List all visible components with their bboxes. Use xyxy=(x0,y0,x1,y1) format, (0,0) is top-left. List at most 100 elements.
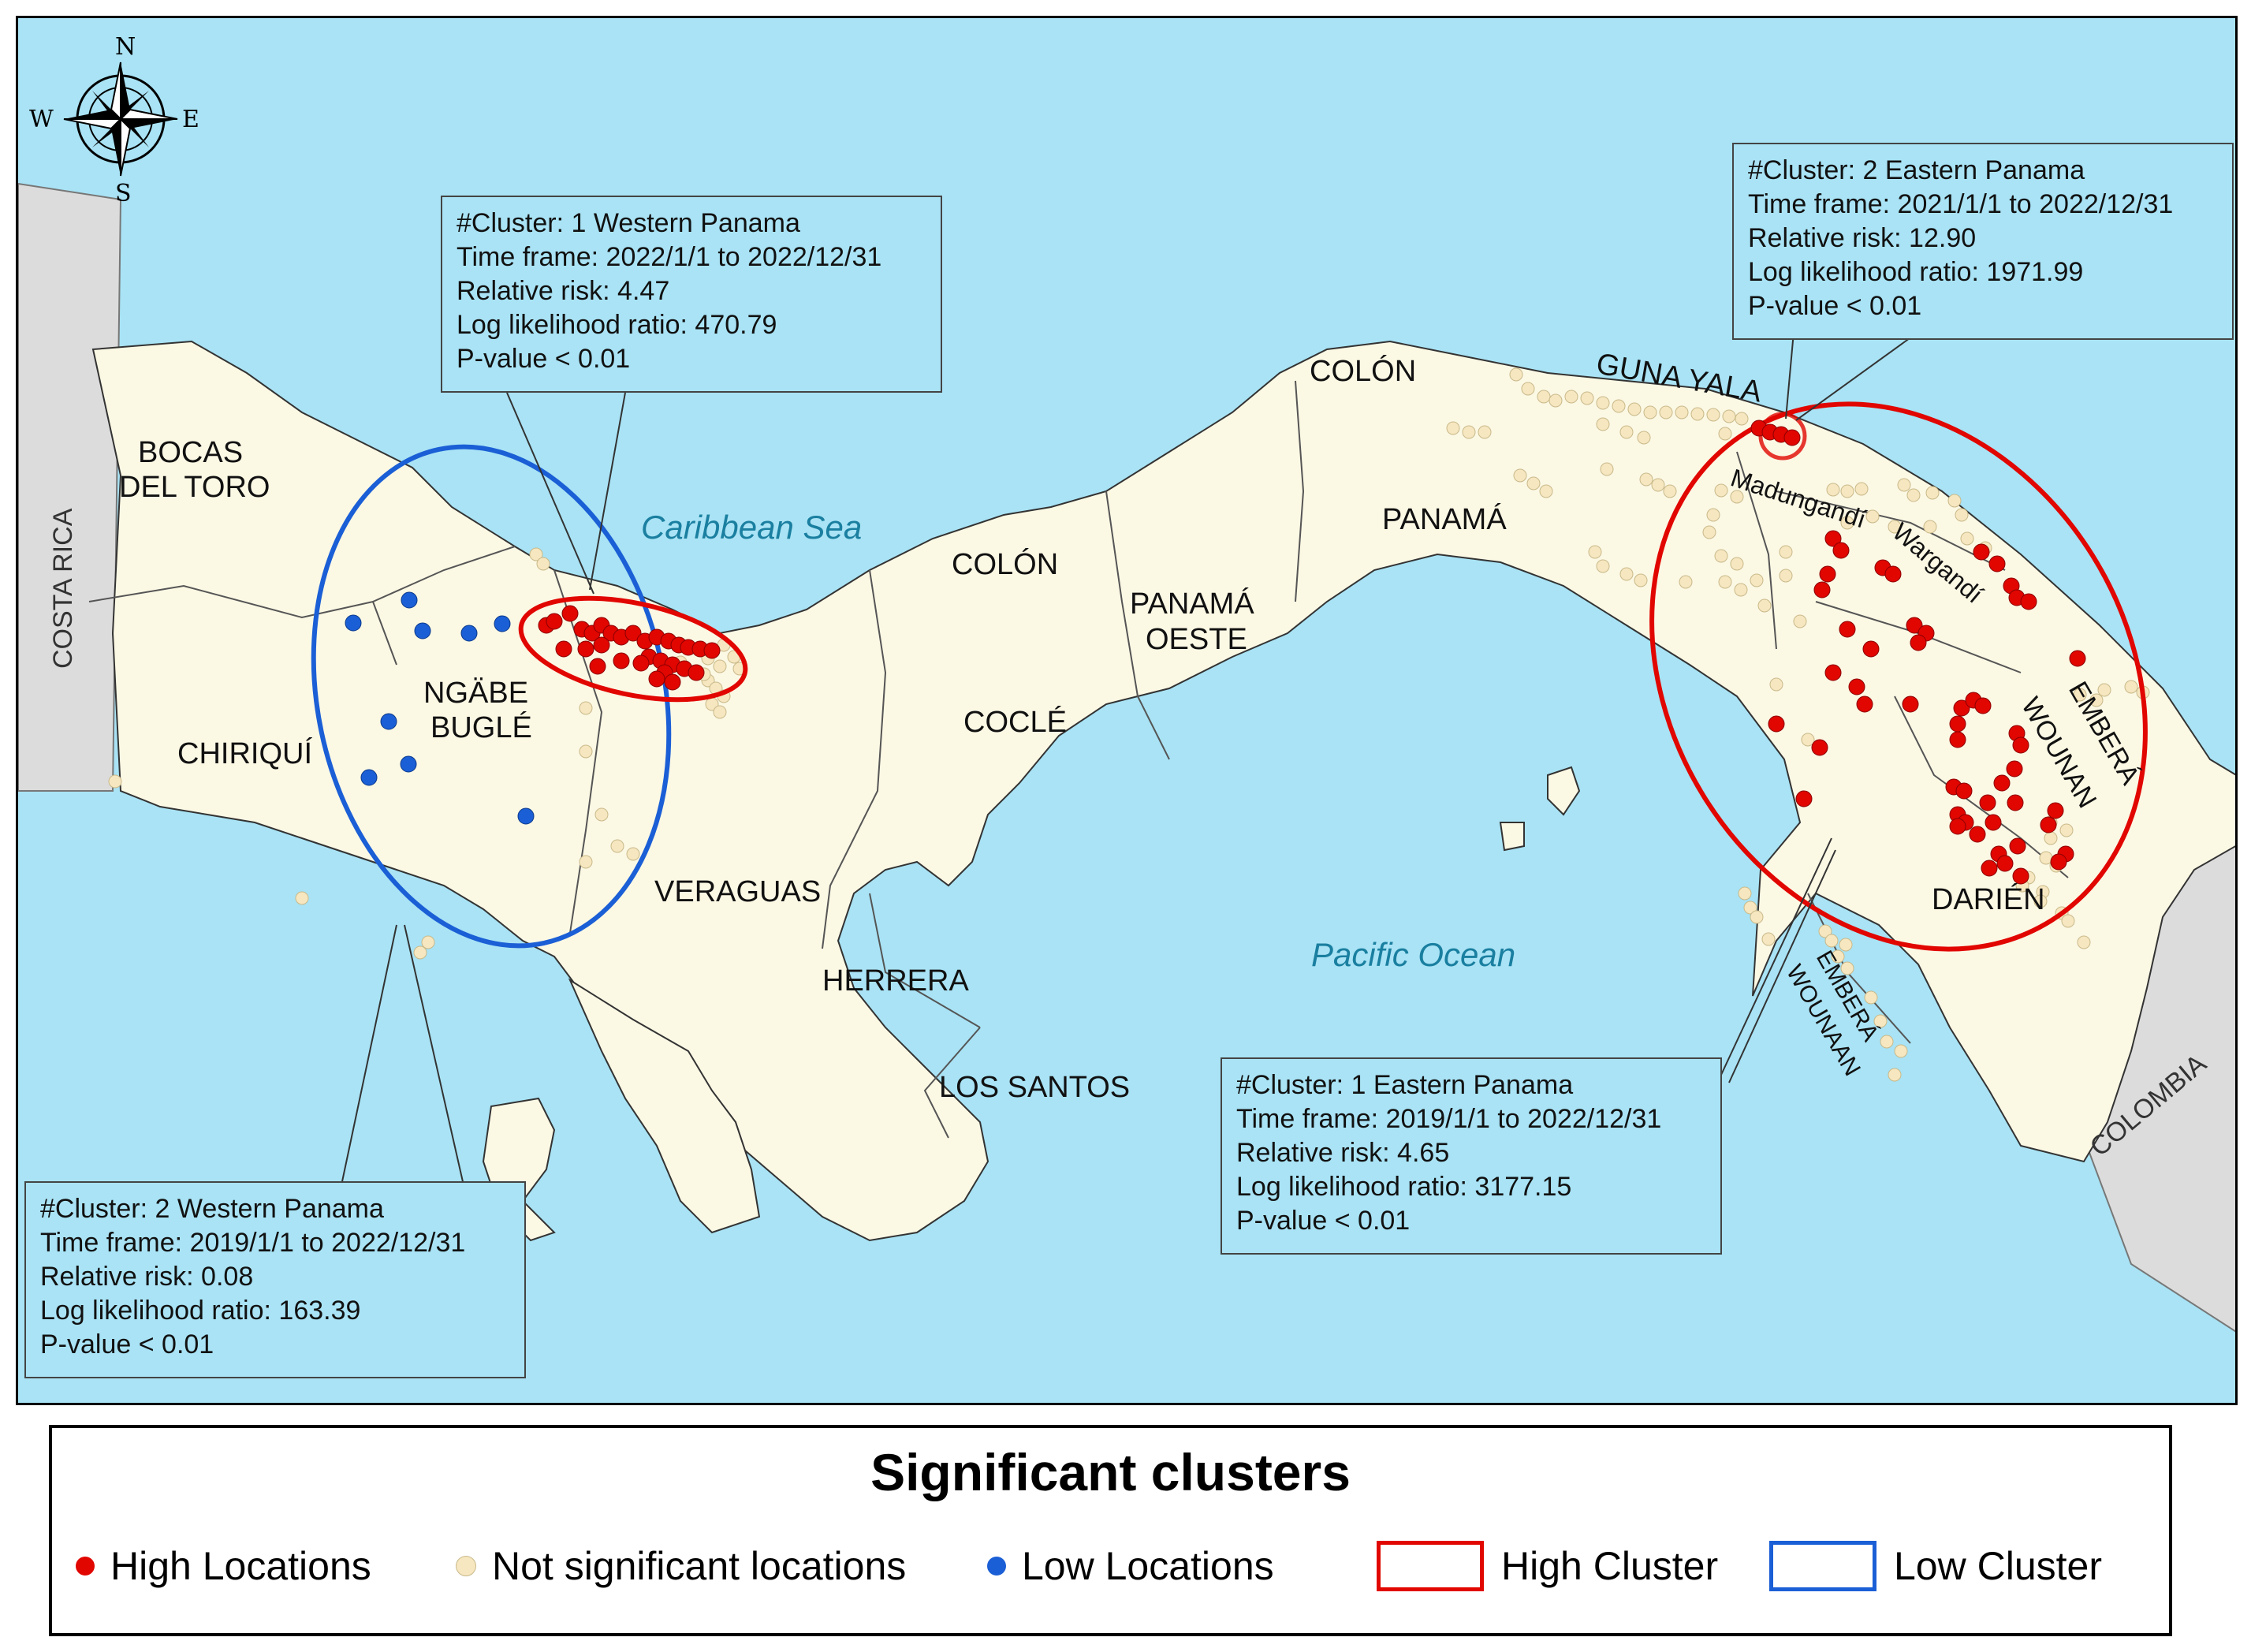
label-cocle: COCLÉ xyxy=(963,705,1067,739)
not-significant-point xyxy=(626,847,640,861)
not-significant-point xyxy=(1960,531,1974,546)
cluster-west2-title: #Cluster: 2 Western Panama xyxy=(40,1194,384,1224)
high-location-point xyxy=(1813,581,1831,599)
not-significant-point xyxy=(1596,559,1610,573)
high-location-point xyxy=(1783,429,1801,446)
not-significant-point xyxy=(1596,396,1610,410)
not-significant-point xyxy=(1888,520,1902,534)
compass-rose-icon: N S E W xyxy=(29,33,199,207)
not-significant-point xyxy=(1643,405,1657,420)
high-location-point xyxy=(577,640,594,658)
low-location-point xyxy=(401,591,418,609)
legend-not-significant-label: Not significant locations xyxy=(492,1544,907,1588)
not-significant-point xyxy=(1750,573,1764,587)
high-location-point xyxy=(1824,664,1842,681)
label-darien: DARIÉN xyxy=(1932,882,2045,916)
high-location-point xyxy=(1856,695,1873,713)
not-significant-point xyxy=(1564,390,1578,404)
not-significant-point xyxy=(2059,823,2074,837)
cluster-west2-llr: Log likelihood ratio: 163.39 xyxy=(40,1296,361,1326)
not-significant-point xyxy=(1627,402,1642,416)
not-significant-point xyxy=(1925,486,1940,500)
cluster-west1-llr: Log likelihood ratio: 470.79 xyxy=(457,310,777,340)
not-significant-point xyxy=(1734,583,1748,597)
legend: Significant clusters High Locations Not … xyxy=(49,1425,2172,1636)
map-frame: N S E W BOCAS DEL TORO COSTA RICA xyxy=(16,16,2238,1405)
high-location-point xyxy=(2012,867,2029,885)
not-significant-point xyxy=(1897,478,1911,492)
not-significant-point xyxy=(1840,484,1854,498)
not-significant-point xyxy=(2077,935,2091,949)
not-significant-point xyxy=(1824,934,1839,948)
not-significant-point xyxy=(1509,367,1523,382)
not-significant-point xyxy=(1757,599,1772,613)
not-significant-point xyxy=(1730,490,1744,504)
not-significant-point xyxy=(1714,549,1728,563)
not-significant-point xyxy=(1588,545,1602,559)
not-significant-point xyxy=(1539,484,1553,498)
compass-s: S xyxy=(115,180,132,207)
cluster-west2-rr: Relative risk: 0.08 xyxy=(40,1262,254,1292)
label-colon-east: COLÓN xyxy=(1310,354,1416,388)
label-bocas-2: DEL TORO xyxy=(119,471,270,504)
high-location-point xyxy=(2047,802,2064,819)
cluster-west2-p: P-value < 0.01 xyxy=(40,1329,214,1359)
high-location-point xyxy=(1979,794,1996,811)
high-location-point xyxy=(1824,530,1842,547)
high-location-point xyxy=(2020,593,2037,610)
not-significant-point xyxy=(1769,677,1783,692)
not-significant-point xyxy=(1526,476,1541,490)
not-significant-point xyxy=(1738,886,1752,901)
not-significant-point xyxy=(1873,1014,1888,1028)
high-location-point xyxy=(1884,565,1902,583)
not-significant-point xyxy=(1906,488,1921,502)
high-location-point xyxy=(1981,860,1998,877)
label-caribbean-sea: Caribbean Sea xyxy=(641,509,862,546)
not-significant-point xyxy=(1730,557,1744,571)
not-significant-point xyxy=(594,807,609,822)
legend-not-significant: Not significant locations xyxy=(456,1538,906,1594)
label-panama: PANAMÁ xyxy=(1382,502,1507,536)
not-significant-point xyxy=(1865,509,1880,524)
not-significant-point xyxy=(1639,472,1653,487)
high-location-point xyxy=(664,673,681,691)
label-chiriqui: CHIRIQUÍ xyxy=(177,737,312,770)
not-significant-point xyxy=(1702,525,1716,539)
high-location-point xyxy=(613,652,630,669)
high-location-point xyxy=(1910,634,1927,651)
cluster-east2-p: P-value < 0.01 xyxy=(1748,291,1922,321)
label-los-santos: LOS SANTOS xyxy=(939,1071,1130,1104)
not-significant-point xyxy=(1761,932,1776,946)
low-location-point xyxy=(460,625,478,642)
cluster-east1-p: P-value < 0.01 xyxy=(1236,1206,1411,1236)
high-cluster-rect-icon xyxy=(1377,1541,1484,1591)
not-significant-point xyxy=(1888,1068,1902,1082)
not-significant-point xyxy=(421,935,435,949)
cluster-west1-rr: Relative risk: 4.47 xyxy=(457,276,670,306)
not-significant-point xyxy=(2089,693,2104,707)
cluster-east1-time: Time frame: 2019/1/1 to 2022/12/31 xyxy=(1236,1104,1662,1134)
not-significant-point xyxy=(579,744,593,759)
not-significant-point xyxy=(1743,901,1757,915)
coiba-coast xyxy=(568,978,761,1234)
high-location-point xyxy=(593,636,610,654)
costa-rica-land xyxy=(18,182,122,792)
not-significant-point xyxy=(1513,468,1527,483)
high-location-point xyxy=(1949,715,1966,733)
high-cluster-east1 xyxy=(1649,401,2148,952)
not-significant-point xyxy=(713,659,727,673)
high-location-point xyxy=(555,640,572,658)
high-location-point xyxy=(632,654,650,672)
not-significant-point xyxy=(529,547,543,561)
not-significant-point xyxy=(1600,462,1614,476)
not-significant-point xyxy=(2044,831,2058,845)
label-ngabe-2: BUGLÉ xyxy=(430,710,532,744)
legend-high-cluster-label: High Cluster xyxy=(1501,1544,1719,1588)
cluster-west1-box: #Cluster: 1 Western Panama Time frame: 2… xyxy=(441,196,942,393)
not-significant-point xyxy=(1679,575,1693,589)
high-location-dot-icon xyxy=(76,1557,95,1576)
not-significant-point xyxy=(610,839,624,853)
not-significant-point xyxy=(108,774,122,789)
not-significant-point xyxy=(579,855,593,869)
cluster-west2-time: Time frame: 2019/1/1 to 2022/12/31 xyxy=(40,1228,466,1258)
